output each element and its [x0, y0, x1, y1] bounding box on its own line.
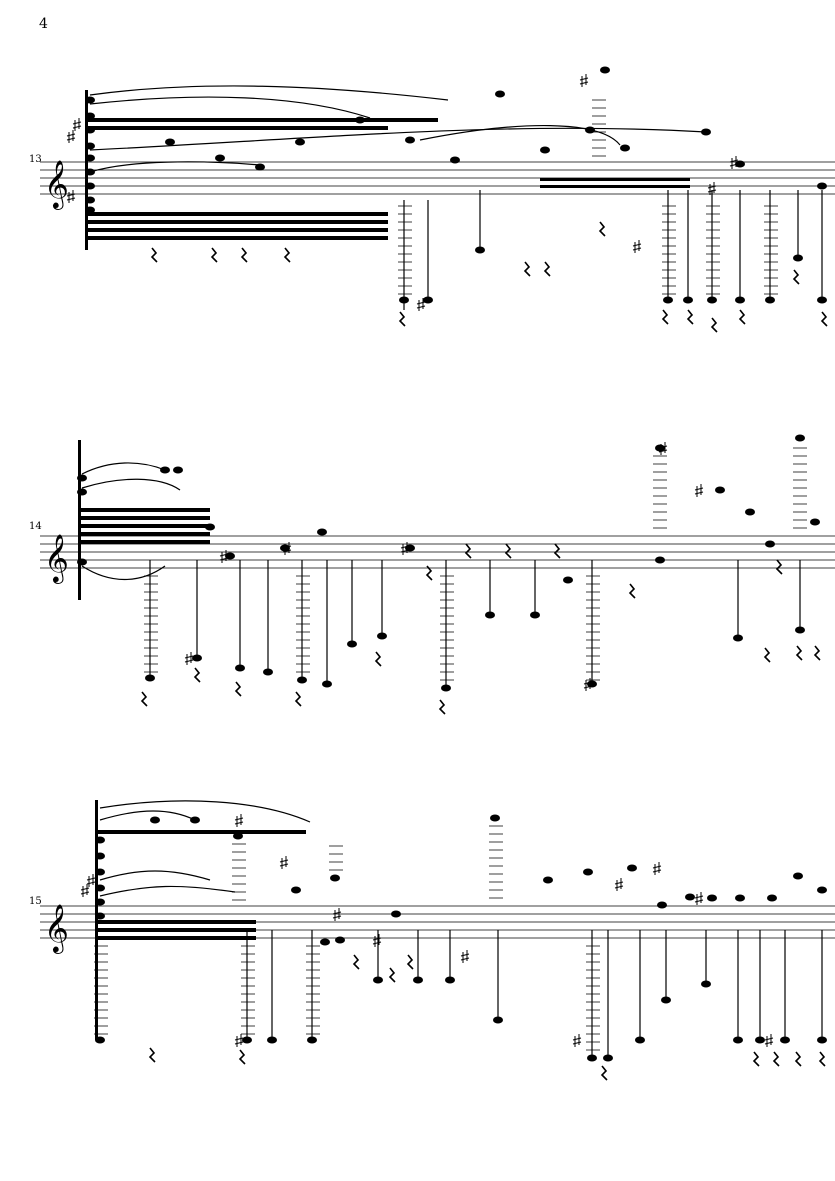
- slur-group: [81, 462, 181, 581]
- ledger-lines: [94, 825, 600, 1051]
- slur-group: [89, 85, 707, 173]
- slur-group: [99, 800, 311, 897]
- beam-group: [96, 830, 306, 940]
- measure-number: 13: [29, 154, 42, 165]
- ledger-lines: [144, 447, 807, 681]
- beam-group: [88, 118, 690, 240]
- staff-lines: [40, 161, 835, 195]
- beam-group: [80, 508, 210, 544]
- page-number: 4: [39, 16, 48, 32]
- note-heads: [150, 814, 827, 946]
- treble-clef-icon: 𝄞: [44, 159, 69, 210]
- treble-clef-icon: 𝄞: [44, 903, 69, 954]
- measure-number: 15: [29, 896, 42, 907]
- treble-clef-icon: 𝄞: [44, 533, 69, 584]
- low-notes: [149, 560, 801, 690]
- staff-system-2: 𝄞: [40, 434, 835, 715]
- staff-system-1: 𝄞: [40, 66, 835, 333]
- staff-system-3: 𝄞: [40, 800, 835, 1081]
- ledger-lines: [398, 99, 778, 295]
- chord-cluster: [85, 90, 95, 250]
- note-heads: [165, 66, 827, 190]
- low-notes: [403, 190, 823, 310]
- measure-number: 14: [29, 521, 42, 532]
- chord-cluster: [77, 440, 87, 600]
